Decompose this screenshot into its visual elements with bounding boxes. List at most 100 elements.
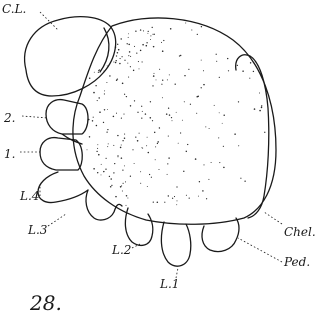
stipple-dot [164,202,165,203]
stipple-dot [141,117,142,118]
stipple-dot [191,29,192,30]
stipple-dot [103,171,104,172]
stipple-dot [120,58,121,59]
stipple-dot [130,66,131,67]
label-chel: Chel. [284,225,316,239]
label-l4: L.4 [19,189,39,203]
stipple-dot [197,34,198,35]
stipple-dot [146,42,147,43]
stipple-dot [223,167,225,169]
stipple-dot [104,93,105,94]
stipple-dot [223,146,224,147]
stipple-dot [152,34,153,35]
stipple-dot [228,70,229,71]
stipple-dot [178,143,179,144]
stipple-dot [127,43,128,44]
stipple-dot [128,44,130,46]
stipple-dot [128,37,129,38]
stipple-dot [203,84,205,86]
stipple-dot [151,177,152,178]
stipple-dot [168,195,169,196]
stipple-dot [127,63,128,64]
stipple-dot [184,101,185,102]
stipple-dot [167,174,168,175]
stipple-dot [187,144,188,145]
stipple-dot [195,158,197,160]
stipple-dot [125,181,126,182]
cephalic-lobe-fold [100,28,109,72]
stipple-dot [149,174,150,175]
stipple-dot [124,165,125,166]
stipple-dot [172,198,173,199]
stipple-dot [147,137,148,138]
stipple-dot [198,196,199,197]
stipple-dot [146,145,147,146]
stipple-dot [124,138,125,139]
stipple-dot [166,113,168,115]
stipple-dot [116,55,117,56]
stipple-dot [98,70,99,71]
stipple-dot [167,163,168,164]
stipple-dot [250,62,251,63]
leader-chel [264,212,282,224]
stipple-dot [93,117,94,118]
stipple-dot [107,146,108,147]
stipple-dot [117,44,118,45]
stipple-dot [98,97,99,98]
stipple-dot [93,168,95,170]
leader-2 [22,116,48,118]
stipple-dot [122,190,123,191]
stipple-dot [130,56,131,57]
stipple-dot [116,80,117,81]
stipple-dot [240,178,241,179]
stipple-dot [244,181,245,182]
stipple-dot [167,79,168,80]
stipple-dot [140,171,141,172]
stipple-dot [209,128,210,129]
stipple-dot [122,140,123,141]
stipple-dot [202,190,204,192]
stipple-dot [227,58,228,59]
stipple-dot [133,70,134,71]
stipple-dot [150,117,152,119]
stipple-dot [155,159,156,160]
stipple-dot [113,61,114,62]
stipple-dot [121,185,122,186]
stipple-dot [237,65,238,66]
stipple-dot [219,77,220,78]
stipple-dot [97,148,98,149]
stipple-dot [121,145,122,146]
stipple-dot [168,157,169,158]
stipple-dot [109,75,110,76]
stipple-dot [208,179,209,180]
stipple-dot [104,90,105,91]
stipple-dot [96,125,98,127]
stipple-dot [152,120,153,121]
stipple-dot [176,204,177,205]
stipple-dot [113,145,114,146]
stipple-dot [154,132,155,133]
stipple-dot [259,92,260,93]
stipple-dot [107,109,108,110]
stipple-dot [254,108,256,110]
stipple-dot [201,87,202,88]
stipple-dot [98,154,100,156]
stipple-dot [152,27,153,28]
stipple-dot [238,101,239,102]
stipple-dot [92,120,93,121]
stipple-dot [153,201,154,202]
stipple-dot [122,169,123,170]
stipple-dot [114,163,115,164]
stipple-dot [117,155,118,156]
stipple-dot [172,120,173,121]
stipple-dot [169,114,170,115]
stipple-dot [216,54,217,55]
stipple-dot [190,104,191,105]
stipple-dot [157,202,159,204]
stipple-dot [138,61,139,62]
stipple-dot [103,122,104,123]
stipple-dot [97,172,98,173]
leg-1 [161,222,190,266]
stipple-dot [186,195,187,196]
stipple-dot [105,169,106,170]
